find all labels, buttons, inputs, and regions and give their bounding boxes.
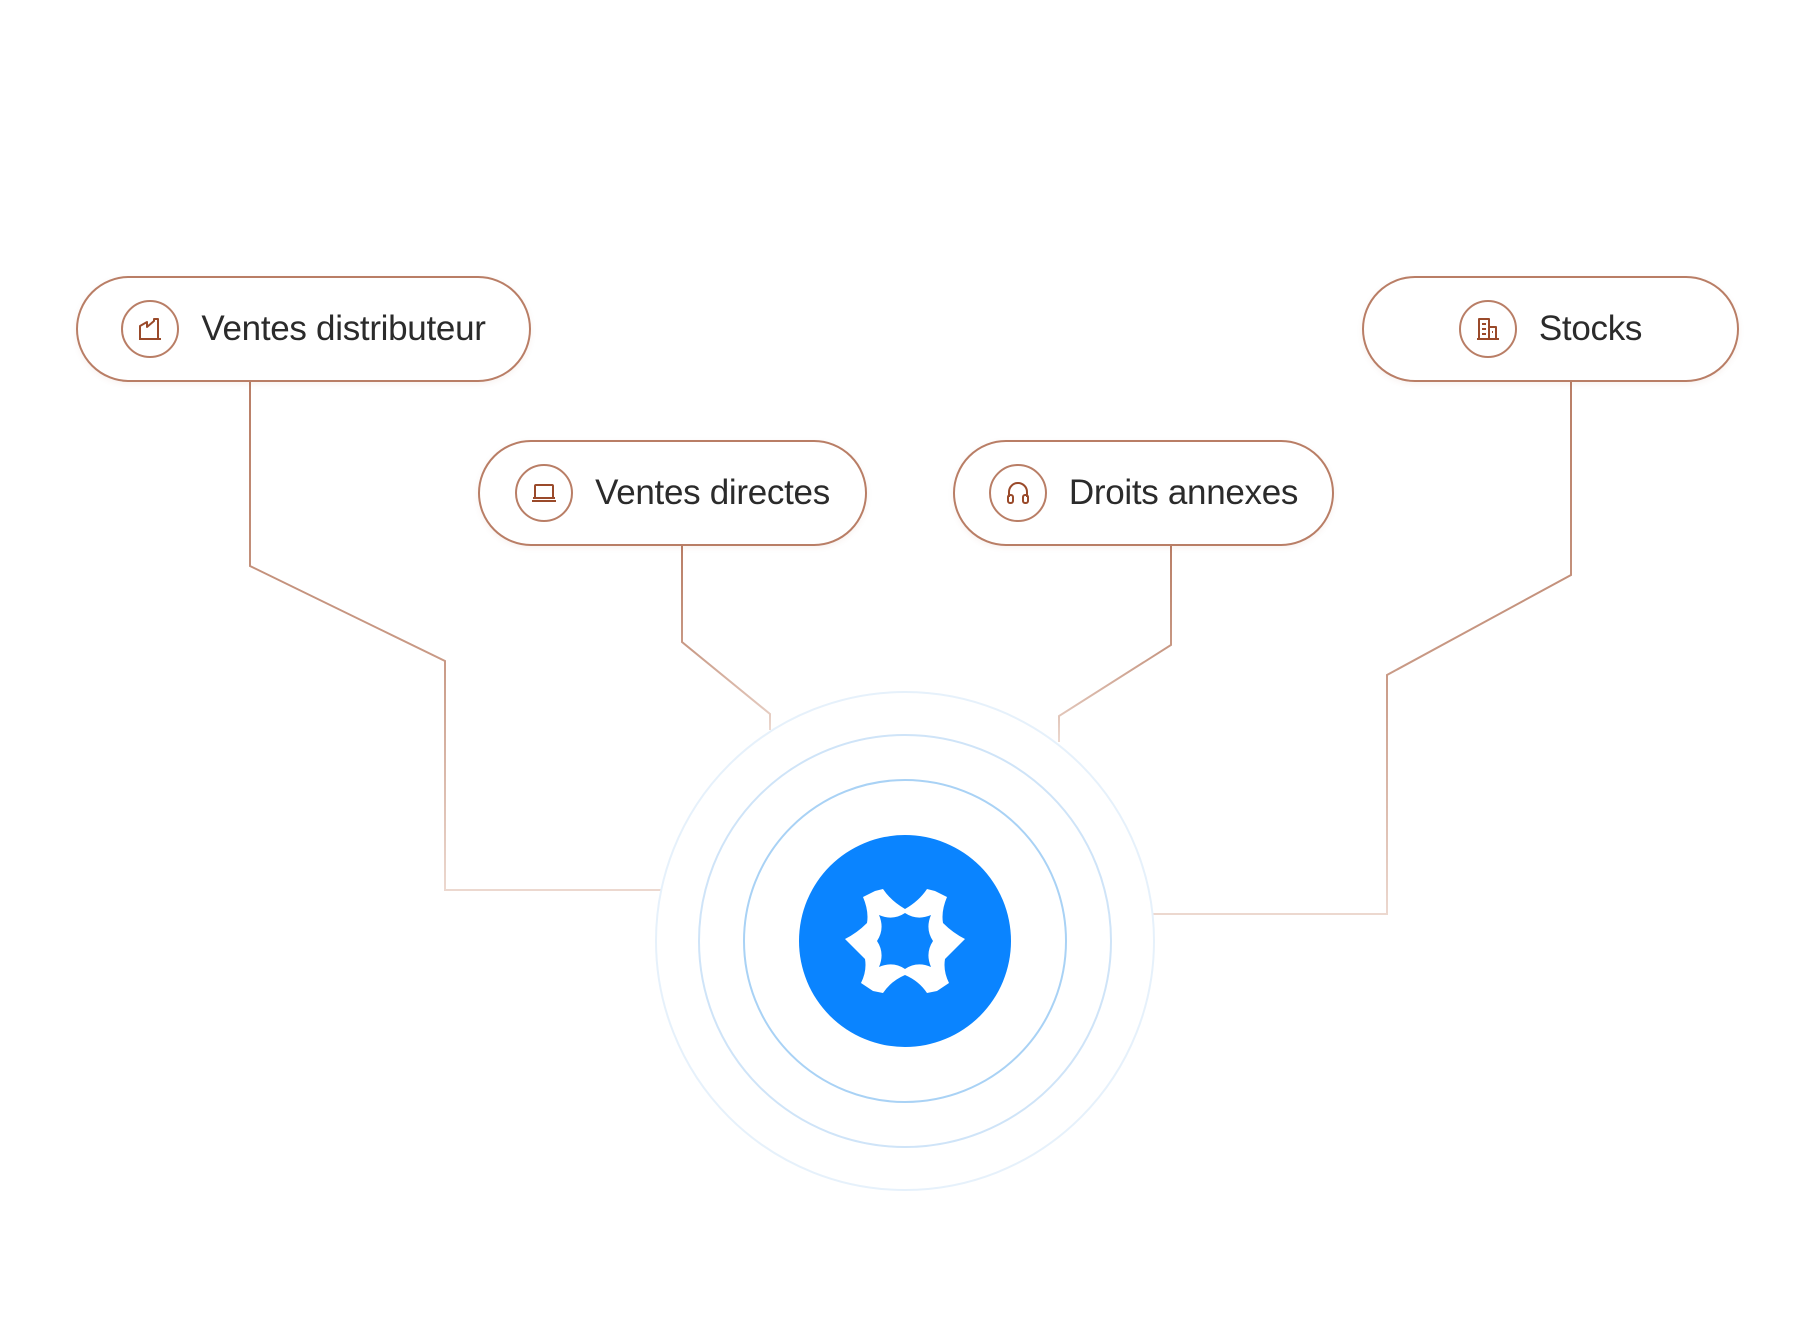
node-label: Droits annexes (1068, 473, 1299, 512)
node-label: Ventes distributeur (201, 309, 486, 348)
connector-stocks (1150, 382, 1572, 915)
node-label: Ventes directes (595, 473, 830, 512)
node-droits-annexes: Droits annexes (953, 440, 1334, 546)
building-icon (1458, 300, 1517, 358)
hub-logo (799, 835, 1011, 1047)
connector-lines (249, 382, 1572, 915)
connector-ventes-directes (681, 546, 771, 730)
node-ventes-distributeur: Ventes distributeur (76, 276, 531, 382)
node-stocks: Stocks (1362, 276, 1739, 382)
laptop-icon (515, 464, 574, 522)
headphones-icon (988, 464, 1047, 522)
logo-star-icon (845, 889, 965, 993)
node-label: Stocks (1538, 309, 1643, 348)
connector-droits-annexes (1058, 546, 1172, 742)
node-ventes-directes: Ventes directes (478, 440, 867, 546)
factory-icon (121, 300, 180, 358)
